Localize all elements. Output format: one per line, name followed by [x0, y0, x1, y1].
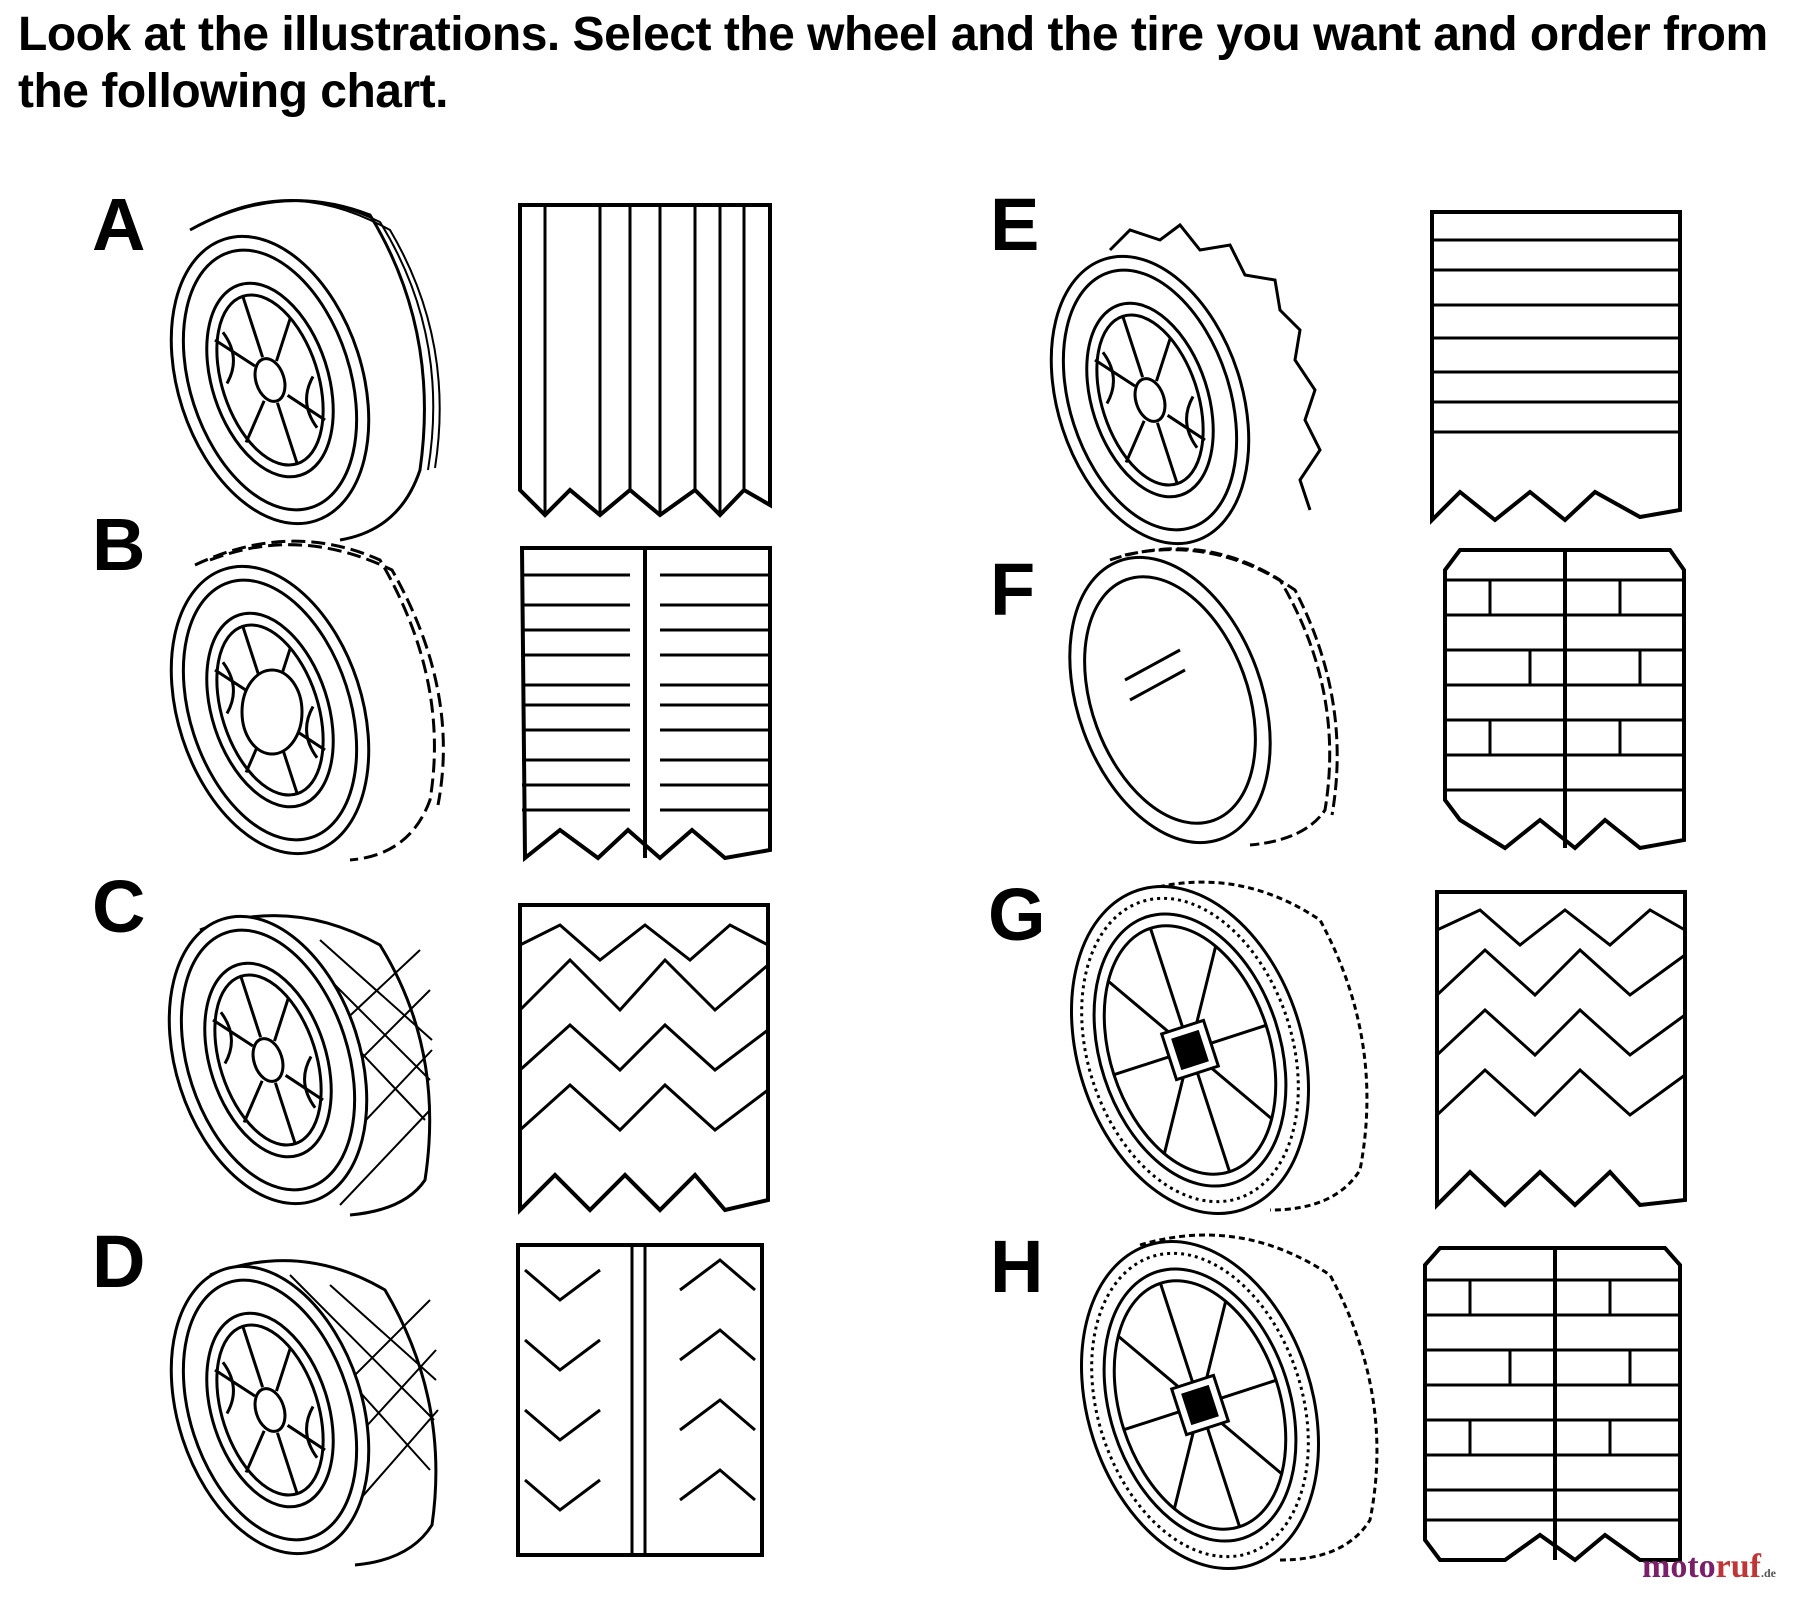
tread-g-pattern [1435, 890, 1687, 1210]
option-letter-h: H [990, 1225, 1044, 1308]
wheel-a-illustration [135, 199, 441, 551]
tread-e-pattern [1430, 210, 1682, 525]
wheel-h-illustration [1040, 1209, 1379, 1597]
tread-c-pattern [518, 903, 770, 1215]
tread-d-pattern [516, 1243, 764, 1557]
wheel-c-illustration [133, 889, 433, 1231]
wheel-d-illustration [135, 1239, 439, 1581]
tread-b-pattern [519, 546, 772, 863]
option-letter-f: F [990, 548, 1036, 631]
wheel-g-illustration [1030, 854, 1369, 1246]
wheel-f-illustration [1068, 547, 1339, 847]
wheel-b-illustration [135, 539, 445, 881]
option-letter-g: G [988, 873, 1046, 956]
option-letter-a: A [92, 183, 146, 266]
instructions-text: Look at the illustrations. Select the wh… [18, 8, 1768, 118]
option-letter-c: C [92, 865, 146, 948]
tread-h-pattern [1423, 1246, 1682, 1563]
option-letter-d: D [92, 1220, 146, 1303]
option-letter-e: E [990, 183, 1040, 266]
option-letter-b: B [92, 503, 146, 586]
tread-f-pattern [1443, 548, 1686, 851]
tread-a-pattern [518, 203, 772, 518]
wheel-e-illustration [1015, 222, 1322, 571]
motoruf-watermark-logo: motoruf.de [1642, 1548, 1776, 1585]
